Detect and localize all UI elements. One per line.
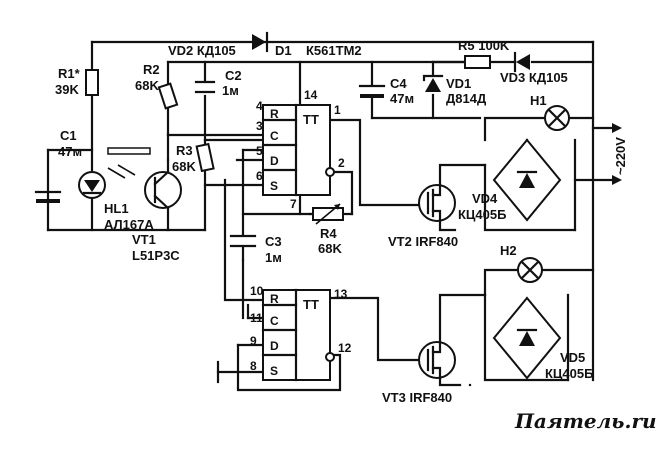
- pin-8: 8: [250, 359, 257, 373]
- label-r3: R3: [176, 143, 193, 158]
- watermark-text: Паятель.ru: [514, 409, 657, 433]
- label-vt3: VT3 IRF840: [382, 390, 452, 405]
- label-d1: D1: [275, 43, 292, 58]
- label-vd5: VD5: [560, 350, 585, 365]
- label-c4: C4: [390, 76, 407, 91]
- label-vd4-value: КЦ405Б: [458, 207, 506, 222]
- bridge-vd5: [492, 296, 562, 380]
- mains-arrow-2: [612, 175, 622, 185]
- pin-1: 1: [334, 103, 341, 117]
- label-c2: C2: [225, 68, 242, 83]
- bridge-vd4: [492, 138, 562, 222]
- pin-14: 14: [304, 88, 318, 102]
- label-vd3: VD3 КД105: [500, 70, 568, 85]
- pin-r: R: [270, 107, 279, 121]
- label-vd4: VD4: [472, 191, 498, 206]
- label-mains: ~220V: [613, 137, 628, 175]
- resistor-r3: [195, 142, 215, 173]
- ic2-pins: 10 11 9 8 13 12 R C D S: [250, 284, 352, 378]
- pin-4: 4: [256, 99, 263, 113]
- pin-6: 6: [256, 169, 263, 183]
- mosfet-vt2: [418, 183, 456, 223]
- pin-c2: C: [270, 314, 279, 328]
- pin-3: 3: [256, 119, 263, 133]
- label-r2: R2: [143, 62, 160, 77]
- label-c1-value: 47м: [58, 144, 82, 159]
- pin-c: C: [270, 129, 279, 143]
- label-h2: H2: [500, 243, 517, 258]
- zener-vd1: [422, 74, 444, 92]
- flipflop-d1: [261, 103, 335, 197]
- pin-12: 12: [338, 341, 352, 355]
- wires: [46, 40, 617, 392]
- label-vt1-value: L51P3C: [132, 248, 180, 263]
- capacitor-c2: [194, 80, 216, 94]
- label-r1: R1*: [58, 66, 81, 81]
- led-hl1: [78, 171, 106, 232]
- label-hl1: HL1: [104, 201, 129, 216]
- ic1-tt: TT: [303, 112, 319, 127]
- label-vd2: VD2 КД105: [168, 43, 236, 58]
- capacitor-c4: [358, 84, 386, 98]
- label-r4: R4: [320, 226, 337, 241]
- resistor-r1: [85, 69, 99, 96]
- capacitor-c1: [34, 190, 62, 203]
- label-c4-value: 47м: [390, 91, 414, 106]
- flipflop-d2: [261, 288, 335, 382]
- pin-13: 13: [334, 287, 348, 301]
- diode-vd3: [513, 51, 530, 73]
- pin-d: D: [270, 154, 279, 168]
- diode-vd2: [252, 31, 269, 53]
- capacitor-c3: [229, 234, 257, 248]
- label-vd5-value: КЦ405Б: [545, 366, 593, 381]
- label-r3-value: 68K: [172, 159, 196, 174]
- label-c3-value: 1м: [265, 250, 282, 265]
- pin-2: 2: [338, 156, 345, 170]
- label-chip1: К561ТМ2: [306, 43, 362, 58]
- pin-7: 7: [290, 197, 297, 211]
- pin-5: 5: [256, 144, 263, 158]
- pin-9: 9: [250, 334, 257, 348]
- resistor-r5: [464, 55, 491, 69]
- resistor-r4: [312, 203, 344, 225]
- mosfet-vt3: [418, 340, 456, 380]
- pin-s2: S: [270, 364, 278, 378]
- mains-arrow-1: [612, 123, 622, 133]
- lamp-h2: [517, 257, 543, 283]
- pin-d2: D: [270, 339, 279, 353]
- label-c3: C3: [265, 234, 282, 249]
- label-r5: R5 100K: [458, 38, 510, 53]
- label-vd1-value: Д814Д: [446, 91, 487, 106]
- label-vt2: VT2 IRF840: [388, 234, 458, 249]
- label-hl1-value: АЛ167А: [104, 217, 154, 232]
- lamp-h1: [544, 105, 570, 131]
- pin-s: S: [270, 179, 278, 193]
- pin-10: 10: [250, 284, 264, 298]
- labels: VD2 КД105 D1 К561ТМ2 R5 100K VD3 КД105 R…: [55, 38, 628, 405]
- label-h1: H1: [530, 93, 547, 108]
- label-c1: C1: [60, 128, 77, 143]
- label-r1-value: 39K: [55, 82, 79, 97]
- label-vt1: VT1: [132, 232, 156, 247]
- label-vd1: VD1: [446, 76, 471, 91]
- label-r2-value: 68K: [135, 78, 159, 93]
- pin-r2: R: [270, 292, 279, 306]
- ic1-pins: 4 3 5 6 14 1 2 7 R C D S: [256, 88, 345, 211]
- label-r4-value: 68K: [318, 241, 342, 256]
- pin-11: 11: [250, 311, 263, 325]
- resistor-r2: [157, 82, 179, 110]
- ic2-tt: TT: [303, 297, 319, 312]
- label-c2-value: 1м: [222, 83, 239, 98]
- phototransistor-vt1: [144, 158, 182, 232]
- light-beam: [107, 147, 151, 179]
